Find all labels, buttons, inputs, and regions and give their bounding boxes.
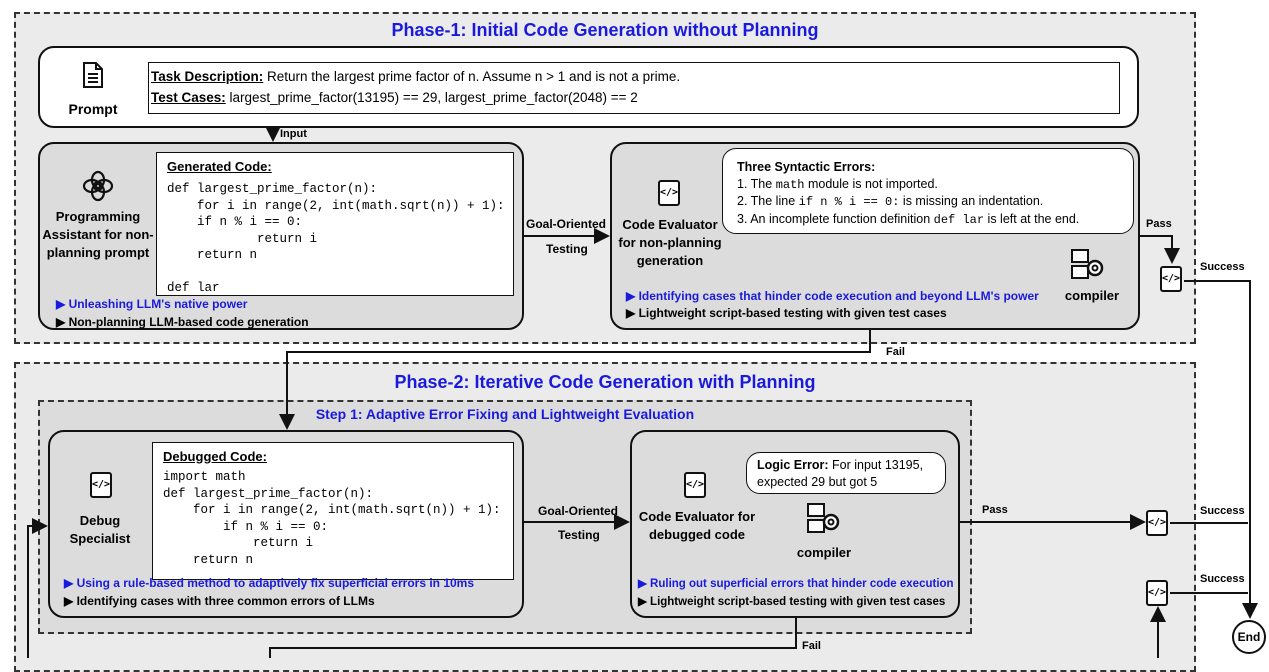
evaluator-note-blue-1: ▶ Identifying cases that hinder code exe… [626,289,1039,303]
debug-note-blue: ▶ Using a rule-based method to adaptivel… [64,576,475,590]
logic-error-text: For input 13195, expected 29 but got 5 [757,458,924,489]
assistant-note-black: ▶ Non-planning LLM-based code generation [56,315,309,329]
evaluator-note-black-2: ▶ Lightweight script-based testing with … [638,596,946,608]
code-icon-success-3: </> [1146,580,1168,606]
assistant-note-blue: ▶ Unleashing LLM's native power [56,297,248,311]
compiler-label-2: compiler [796,545,852,560]
compiler-label-1: compiler [1064,288,1120,303]
success-label-1: Success [1200,261,1245,273]
pass-label-1: Pass [1146,218,1172,230]
evaluator-note-blue-2: ▶ Ruling out superficial errors that hin… [638,578,954,590]
debugged-code-title: Debugged Code: [163,449,267,464]
document-icon [82,62,104,93]
fail-label-1: Fail [886,346,905,358]
debug-box: </> Debug Specialist Debugged Code: impo… [48,430,524,618]
openai-icon [82,170,114,207]
error-2: 2. The line if n % i == 0: is missing an… [737,194,1044,209]
input-label: Input [280,128,307,140]
phase2-title: Phase-2: Iterative Code Generation with … [394,372,816,392]
syntax-errors-bubble: Three Syntactic Errors: 1. The math modu… [722,148,1134,234]
code-icon-evaluator-2: </> [684,472,706,498]
tests-label: Test Cases: [151,90,226,105]
prompt-box: Prompt Task Description: Return the larg… [38,46,1139,128]
evaluator-label-2: Code Evaluator for debugged code [638,509,756,542]
success-label-3: Success [1200,573,1245,585]
compiler-icon-1 [1070,248,1106,287]
evaluator-box-1: </> Code Evaluator for non-planning gene… [610,142,1140,330]
error-3: 3. An incomplete function definition def… [737,211,1080,227]
errors-title: Three Syntactic Errors: [737,160,876,174]
generated-code: def largest_prime_factor(n): for i in ra… [167,182,505,295]
phase1-title: Phase-1: Initial Code Generation without… [391,20,819,40]
evaluator-note-black-1: ▶ Lightweight script-based testing with … [626,306,947,320]
compiler-icon-2 [806,502,842,541]
task-box: Task Description: Return the largest pri… [148,62,1120,114]
code-icon-success-1: </> [1160,266,1182,292]
end-label: End [1237,630,1261,644]
pass-label-2: Pass [982,504,1008,516]
logic-error-bubble: Logic Error: For input 13195, expected 2… [746,452,946,494]
step1-title: Step 1: Adaptive Error Fixing and Lightw… [315,406,695,422]
assistant-box: Programming Assistant for non-planning p… [38,142,524,330]
debug-note-black: ▶ Identifying cases with three common er… [64,594,375,608]
testing-label-2: Testing [558,528,600,542]
debugged-code-box: Debugged Code: import math def largest_p… [152,442,514,580]
evaluator-label-1: Code Evaluator for non-planning generati… [618,217,722,268]
prompt-label: Prompt [68,101,118,117]
generated-code-box: Generated Code: def largest_prime_factor… [156,152,514,296]
task-text: Return the largest prime factor of n. As… [263,69,681,84]
generated-code-title: Generated Code: [167,159,272,174]
success-label-2: Success [1200,505,1245,517]
goal-oriented-label-1: Goal-Oriented [526,217,607,231]
assistant-label: Programming Assistant for non-planning p… [42,209,154,260]
goal-oriented-label-2: Goal-Oriented [538,504,619,518]
testing-label-1: Testing [546,242,588,256]
debug-label: Debug Specialist [69,513,131,546]
end-node: End [1232,620,1266,654]
code-icon-evaluator-1: </> [658,180,680,206]
code-icon-success-2: </> [1146,510,1168,536]
code-icon-debug: </> [90,472,112,498]
logic-error-title: Logic Error: [757,458,829,472]
evaluator-box-2: </> Code Evaluator for debugged code Log… [630,430,960,618]
debugged-code: import math def largest_prime_factor(n):… [163,470,501,567]
fail-label-2: Fail [802,640,821,652]
tests-text: largest_prime_factor(13195) == 29, large… [225,90,638,105]
task-label: Task Description: [151,69,264,84]
error-1: 1. The math module is not imported. [737,176,938,192]
